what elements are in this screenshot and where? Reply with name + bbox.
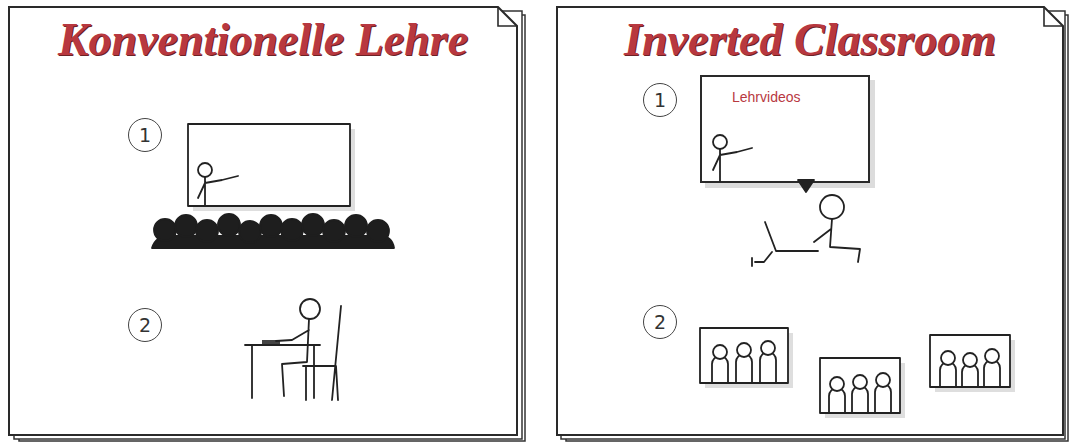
callout-circle: 1	[128, 118, 162, 152]
group-shadow	[935, 340, 1015, 392]
person-head	[713, 345, 727, 359]
student-body	[276, 319, 309, 396]
folded-corner	[498, 7, 517, 26]
callout-circle: 2	[643, 305, 677, 339]
video-screen: Lehrvideos	[700, 75, 870, 183]
panel-sheet: Inverted Classroom 1 Lehrvideos 2	[556, 6, 1064, 436]
desk	[245, 345, 320, 398]
callout-number: 1	[654, 89, 666, 111]
callout-number: 2	[654, 311, 666, 333]
group-shadow	[825, 363, 905, 418]
teacher-body	[198, 176, 238, 205]
group-frame	[930, 335, 1010, 387]
callout-circle: 1	[643, 83, 677, 117]
panel-heading: Konventionelle Lehre	[8, 12, 518, 68]
audience-head	[367, 220, 389, 242]
learner-head	[820, 195, 844, 219]
person-head	[876, 373, 890, 387]
group-people	[940, 360, 1000, 387]
person-head	[853, 375, 867, 389]
audience-head	[196, 220, 218, 242]
audience-head	[260, 215, 282, 237]
laptop	[752, 222, 818, 266]
person-head	[985, 349, 999, 363]
speech-tail	[798, 180, 814, 192]
panel-heading: Inverted Classroom	[556, 12, 1064, 68]
group-shadow	[705, 333, 793, 388]
audience-head	[281, 219, 303, 241]
person-head	[963, 353, 977, 367]
screen-label: Lehrvideos	[732, 89, 801, 105]
group-box	[820, 358, 905, 418]
audience-shoulders	[152, 236, 394, 248]
person-head	[941, 351, 955, 365]
folded-corner	[1044, 7, 1063, 26]
group-box	[700, 328, 793, 388]
teacher-head	[198, 163, 212, 177]
audience-head	[345, 215, 367, 237]
panel-border	[557, 7, 1063, 435]
teacher-head	[713, 135, 727, 149]
panel-sheet: Konventionelle Lehre 1 2	[8, 6, 518, 436]
audience-head	[154, 219, 176, 241]
teacher-body	[713, 148, 752, 181]
person-head	[737, 343, 751, 357]
board-shadow	[193, 129, 355, 211]
panel-border	[9, 7, 517, 435]
callout-circle: 2	[128, 308, 162, 342]
group-box	[930, 335, 1015, 392]
whiteboard	[188, 124, 350, 206]
callout-number: 2	[139, 314, 151, 336]
audience	[152, 214, 394, 248]
student-head	[300, 299, 320, 319]
group-frame	[700, 328, 788, 383]
audience-head	[302, 214, 324, 236]
person-head	[830, 377, 844, 391]
group-people	[829, 384, 891, 413]
group-frame	[820, 358, 900, 413]
chair	[303, 306, 341, 400]
callout-number: 1	[139, 124, 151, 146]
audience-head	[218, 214, 240, 236]
group-people	[712, 352, 776, 383]
notebook	[262, 340, 280, 344]
person-head	[761, 341, 775, 355]
learner-body	[814, 219, 860, 262]
audience-head	[323, 220, 345, 242]
audience-head	[175, 215, 197, 237]
panel-outline	[8, 6, 518, 436]
audience-head	[239, 221, 261, 243]
panel-outline	[556, 6, 1064, 436]
